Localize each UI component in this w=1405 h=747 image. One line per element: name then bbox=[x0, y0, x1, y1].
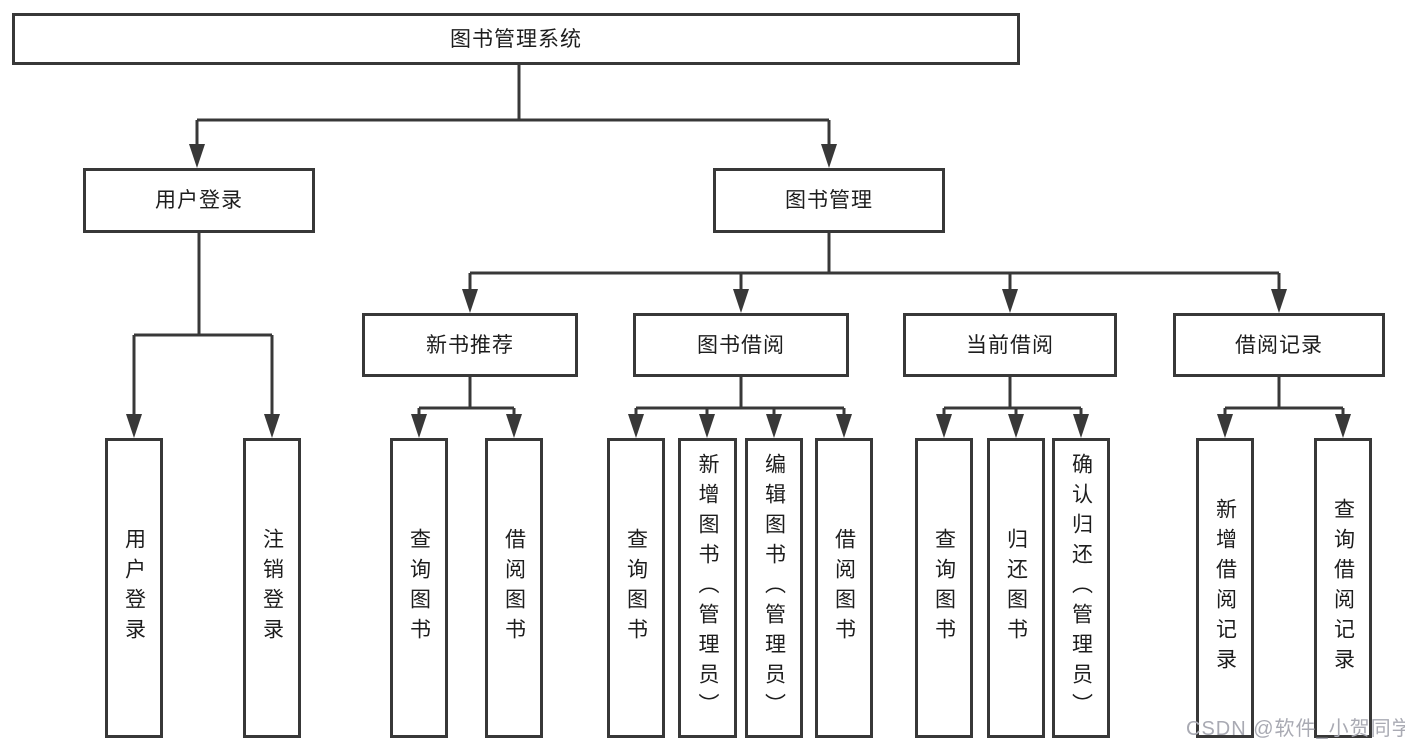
node-leaf-query-borrow-record: 查询借阅记录 bbox=[1314, 438, 1372, 738]
node-leaf-add-book-label: 新增图书（管理员） bbox=[696, 453, 719, 723]
node-book-borrow: 图书借阅 bbox=[633, 313, 849, 377]
node-leaf-query-book-1-label: 查询图书 bbox=[407, 528, 431, 648]
node-book-management: 图书管理 bbox=[713, 168, 945, 233]
node-leaf-logout: 注销登录 bbox=[243, 438, 301, 738]
node-leaf-query-book-2: 查询图书 bbox=[607, 438, 665, 738]
node-leaf-borrow-book-1-label: 借阅图书 bbox=[502, 528, 526, 648]
node-leaf-add-borrow-record: 新增借阅记录 bbox=[1196, 438, 1254, 738]
node-leaf-query-book-3-label: 查询图书 bbox=[932, 528, 956, 648]
node-leaf-logout-label: 注销登录 bbox=[260, 528, 284, 648]
node-borrow-record-label: 借阅记录 bbox=[1235, 333, 1323, 357]
node-leaf-return-book: 归还图书 bbox=[987, 438, 1045, 738]
node-leaf-query-book-3: 查询图书 bbox=[915, 438, 973, 738]
node-book-borrow-label: 图书借阅 bbox=[697, 333, 785, 357]
node-current-borrow-label: 当前借阅 bbox=[966, 333, 1054, 357]
node-leaf-edit-book: 编辑图书（管理员） bbox=[745, 438, 803, 738]
node-leaf-borrow-book-2-label: 借阅图书 bbox=[832, 528, 856, 648]
node-leaf-add-borrow-record-label: 新增借阅记录 bbox=[1213, 498, 1237, 678]
node-leaf-query-borrow-record-label: 查询借阅记录 bbox=[1331, 498, 1355, 678]
node-current-borrow: 当前借阅 bbox=[903, 313, 1117, 377]
watermark-text: CSDN @软件_小贺同学 bbox=[1186, 718, 1405, 740]
node-leaf-query-book-1: 查询图书 bbox=[390, 438, 448, 738]
node-book-management-label: 图书管理 bbox=[785, 189, 873, 212]
node-leaf-add-book: 新增图书（管理员） bbox=[678, 438, 737, 738]
node-user-login: 用户登录 bbox=[83, 168, 315, 233]
node-leaf-confirm-return: 确认归还（管理员） bbox=[1052, 438, 1110, 738]
node-root-label: 图书管理系统 bbox=[450, 27, 582, 51]
node-user-login-label: 用户登录 bbox=[155, 189, 243, 212]
node-leaf-query-book-2-label: 查询图书 bbox=[624, 528, 648, 648]
node-borrow-record: 借阅记录 bbox=[1173, 313, 1385, 377]
node-leaf-user-login-label: 用户登录 bbox=[122, 528, 146, 648]
node-new-book-recommend: 新书推荐 bbox=[362, 313, 578, 377]
node-root: 图书管理系统 bbox=[12, 13, 1020, 65]
node-leaf-edit-book-label: 编辑图书（管理员） bbox=[762, 453, 786, 723]
node-leaf-return-book-label: 归还图书 bbox=[1004, 528, 1028, 648]
node-leaf-confirm-return-label: 确认归还（管理员） bbox=[1069, 453, 1093, 723]
node-leaf-borrow-book-1: 借阅图书 bbox=[485, 438, 543, 738]
node-leaf-user-login: 用户登录 bbox=[105, 438, 163, 738]
node-new-book-recommend-label: 新书推荐 bbox=[426, 333, 514, 357]
node-leaf-borrow-book-2: 借阅图书 bbox=[815, 438, 873, 738]
